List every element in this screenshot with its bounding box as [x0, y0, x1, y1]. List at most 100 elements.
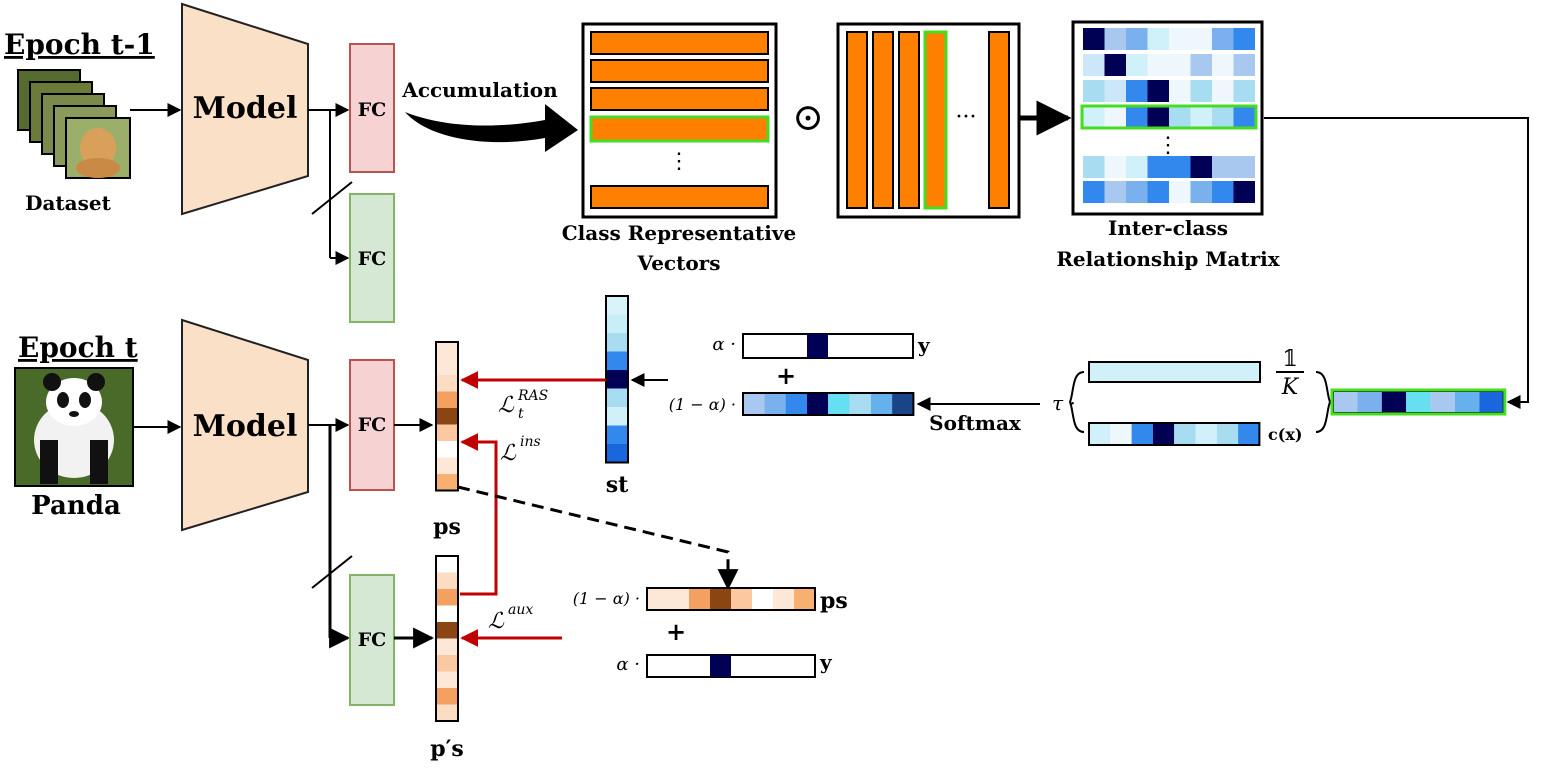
dataset-label: Dataset — [25, 191, 111, 215]
fc-top-green — [349, 193, 395, 323]
icr-label-2: Relationship Matrix — [1056, 247, 1280, 271]
ps-prime-vector — [435, 555, 459, 722]
softmax-output-row — [742, 392, 915, 416]
matrix-cell — [1083, 54, 1105, 76]
matrix-cell — [1147, 28, 1169, 50]
loss-ras-symbol: ℒ — [498, 393, 515, 418]
matrix-cell — [1233, 28, 1255, 50]
cx-row-cell — [1152, 423, 1175, 445]
ps-cell — [436, 441, 458, 458]
ps-row-label: ps — [820, 588, 848, 614]
loss-aux-symbol: ℒ — [488, 609, 505, 634]
matrix-cell — [1190, 156, 1212, 178]
matrix-cell — [1083, 156, 1105, 178]
st-cell — [606, 370, 628, 389]
matrix-cell — [1169, 28, 1191, 50]
ps-row-cell — [773, 588, 794, 610]
st-cell — [606, 314, 628, 333]
dataset-image-stack — [17, 69, 131, 179]
y-vector-bottom — [646, 654, 816, 678]
softmax-row-cell — [892, 393, 914, 415]
y-label-bottom: y — [819, 650, 833, 674]
ps-row-outline — [646, 587, 816, 611]
matrix-cell — [1169, 181, 1191, 203]
selected-row-cell — [1430, 391, 1455, 413]
ps-row-cell — [647, 588, 668, 610]
fc-top-red-label: FC — [358, 99, 387, 121]
softmax-row-cell — [785, 393, 807, 415]
class-rep-label-2: Vectors — [637, 251, 721, 275]
matrix-cell — [1126, 28, 1148, 50]
ps-cell — [436, 375, 458, 392]
icr-label-1: Inter-class — [1108, 216, 1228, 240]
panda-image — [14, 367, 134, 487]
ps-prime-cell — [436, 572, 458, 589]
st-label: st — [606, 472, 629, 498]
model-top-label: Model — [193, 91, 298, 126]
loss-ins-superscript: ins — [520, 434, 541, 450]
fc-top-red — [349, 43, 395, 173]
dashed-arrow-ps-copy — [457, 485, 739, 591]
ps-cell — [436, 474, 458, 491]
ps-cell — [436, 457, 458, 474]
matrix-cell — [1190, 54, 1212, 76]
matrix-cell — [1126, 106, 1148, 128]
ps-prime-cell — [436, 704, 458, 721]
stop-gradient-slash-bottom — [311, 555, 353, 589]
softmax-row-cell — [743, 393, 765, 415]
icr-vdots: ⋮ — [1157, 133, 1179, 158]
right-brace — [1315, 371, 1332, 433]
matrix-highlight-row — [1080, 104, 1258, 130]
matrix-cell — [1233, 181, 1255, 203]
class-rep-columns — [846, 30, 1010, 210]
left-brace — [1068, 371, 1085, 433]
fc-top-green-label: FC — [358, 248, 387, 270]
cx-row-cell — [1110, 423, 1132, 445]
matrix-cell — [1083, 80, 1105, 102]
cx-row-cell — [1238, 423, 1260, 445]
matrix-cell — [1104, 54, 1126, 76]
matrix-cell — [1169, 156, 1191, 178]
matrix-cell — [1190, 80, 1212, 102]
softmax-row-outline — [742, 392, 915, 416]
ps-row-cell — [752, 588, 773, 610]
ps-row-cell — [731, 588, 752, 610]
matrix-cell — [1104, 156, 1126, 178]
cx-row — [1088, 422, 1261, 446]
loss-aux-superscript: aux — [508, 602, 533, 618]
ps-prime-cell — [436, 556, 458, 573]
softmax-row-cell — [806, 393, 829, 415]
matrix-cell — [1233, 156, 1255, 178]
class-rep-label-1: Class Representative — [562, 221, 796, 245]
selected-row-cell — [1406, 391, 1431, 413]
matrix-cell — [1212, 28, 1234, 50]
st-cell — [606, 425, 628, 444]
matrix-cell — [1083, 181, 1105, 203]
matrix-cell — [1126, 181, 1148, 203]
ps-cell — [436, 358, 458, 375]
softmax-row-cell — [870, 393, 893, 415]
plus-bottom: + — [666, 617, 686, 646]
st-cell — [606, 333, 628, 352]
matrix-cell — [1147, 106, 1169, 128]
cx-row-outline — [1088, 422, 1261, 446]
matrix-cell — [1147, 181, 1169, 203]
accumulation-label: Accumulation — [401, 78, 558, 102]
ps-outline — [435, 341, 459, 492]
ps-cell — [436, 408, 458, 425]
selected-row-cell — [1357, 391, 1382, 413]
selected-row-cell — [1455, 391, 1480, 413]
matrix-cell — [1190, 181, 1212, 203]
model-bottom-label: Model — [193, 409, 298, 444]
ps-prime-cell — [436, 589, 458, 606]
st-vector — [605, 295, 629, 464]
cx-row-cell — [1131, 423, 1153, 445]
ps-row-cell — [710, 588, 731, 610]
ps-row-cell — [794, 588, 815, 610]
fc-bottom-green — [349, 574, 395, 706]
matrix-cell — [1147, 156, 1169, 178]
tau-coef: τ · — [1052, 391, 1076, 415]
one-over-k-numerator: 𝟙 — [1282, 347, 1297, 372]
cx-row-cell — [1174, 423, 1196, 445]
